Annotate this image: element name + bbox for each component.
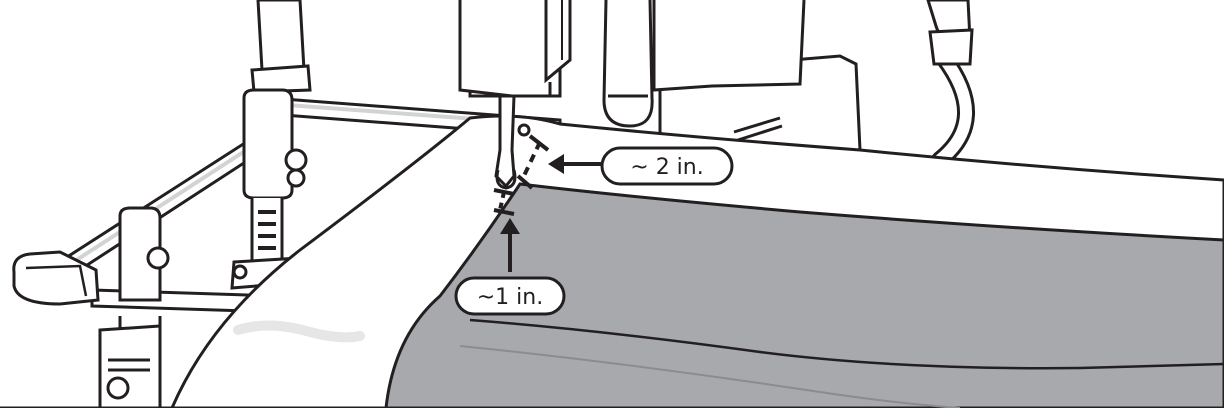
callout-1in: ~1 in. [456,278,564,314]
callout-1in-label: ~1 in. [477,285,543,310]
rear-support-arm [252,0,310,92]
right-support-cable [928,0,972,160]
clamp-knob-icon [286,150,306,170]
callout-2in-label: ~ 2 in. [630,155,703,180]
callout-2in: ~ 2 in. [602,148,732,184]
tension-knob-icon [108,378,128,398]
